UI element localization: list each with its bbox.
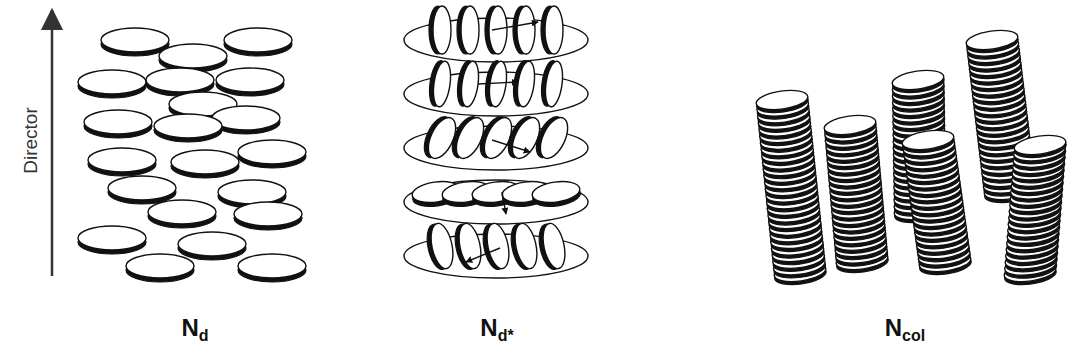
disk-column — [1003, 132, 1067, 287]
local-director — [502, 192, 506, 214]
disk-molecule — [480, 221, 513, 271]
disk-molecule — [108, 176, 176, 204]
phase-label: Nd* — [480, 316, 513, 344]
disk-molecule — [238, 140, 306, 168]
disk-molecule — [424, 221, 457, 271]
disk-column — [901, 127, 972, 277]
disk-molecule — [891, 67, 945, 95]
director-arrow — [51, 10, 54, 276]
disk-column — [823, 112, 889, 275]
columnar-nematic — [755, 27, 1067, 287]
disk-molecule — [234, 202, 302, 230]
disk-molecule — [539, 60, 565, 108]
disk-molecule — [511, 60, 537, 108]
disk-molecule — [84, 110, 152, 138]
disk-molecule — [531, 112, 574, 164]
disk-molecule — [238, 254, 306, 282]
chiral-nematic — [404, 6, 588, 278]
axis-label: Director — [21, 107, 40, 174]
nematic-discotic — [78, 28, 306, 282]
disk-molecule — [508, 221, 541, 271]
local-director — [478, 82, 518, 84]
disk-molecule — [216, 68, 284, 96]
disk-molecule — [452, 221, 485, 271]
disk-molecule — [178, 232, 246, 260]
disk-molecule — [224, 28, 292, 56]
local-director — [492, 140, 530, 152]
phase-label: Nd — [181, 316, 208, 344]
disk-molecule — [78, 226, 146, 254]
disk-molecule — [427, 60, 453, 108]
disk-molecule — [429, 6, 451, 54]
disk-molecule — [159, 44, 227, 72]
disk-molecule — [455, 60, 481, 108]
disk-molecule — [457, 6, 479, 54]
disk-molecule — [513, 6, 535, 54]
local-director — [466, 248, 500, 262]
disk-molecule — [536, 221, 569, 271]
phase-label: Ncol — [885, 316, 925, 344]
disk-molecule — [541, 6, 563, 54]
disk-molecule — [126, 254, 194, 282]
local-director — [492, 22, 538, 30]
disk-molecule — [901, 127, 955, 155]
disk-molecule — [148, 200, 216, 228]
disk-molecule — [755, 87, 809, 115]
disk-molecule — [101, 28, 169, 56]
disk-molecule — [531, 179, 582, 209]
disk-molecule — [1013, 132, 1067, 160]
disk-molecule — [154, 114, 222, 142]
disk-column — [755, 87, 827, 287]
disk-molecule — [88, 148, 156, 176]
disk-molecule — [823, 112, 877, 140]
disk-molecule — [171, 150, 239, 178]
disk-molecule — [78, 70, 146, 98]
disk-molecule — [965, 27, 1019, 55]
